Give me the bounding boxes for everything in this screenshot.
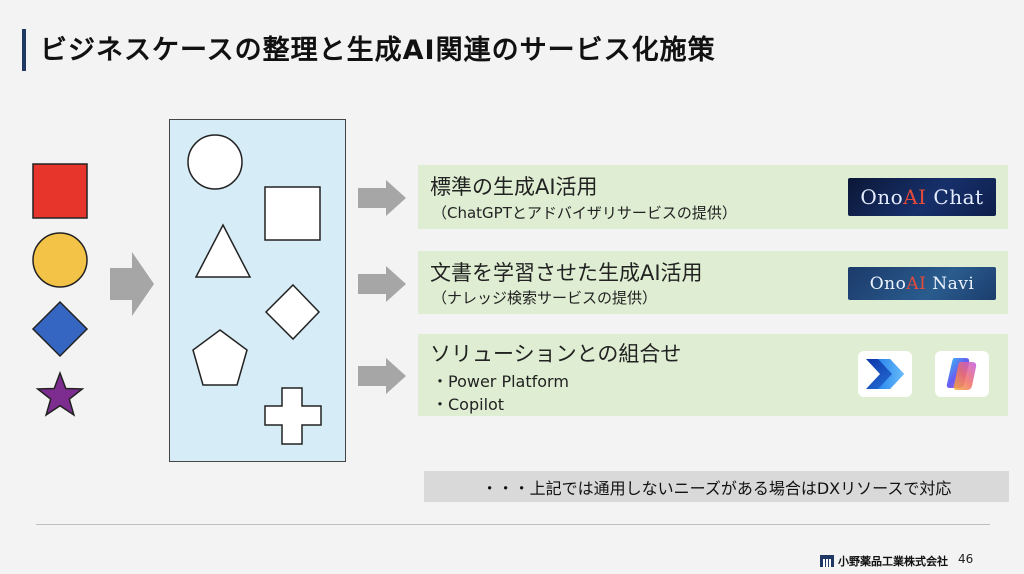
- row-title: 標準の生成AI活用: [430, 175, 598, 199]
- input-shapes: [30, 162, 90, 424]
- page-number: 46: [958, 552, 974, 566]
- big-arrow-icon: [110, 252, 154, 316]
- row-title: 文書を学習させた生成AI活用: [430, 261, 703, 285]
- title-accent-bar: [22, 29, 26, 71]
- blue-diamond-shape: [31, 300, 89, 358]
- copilot-icon: [935, 351, 989, 397]
- square-outline-shape: [264, 186, 321, 241]
- triangle-outline-shape: [194, 223, 252, 278]
- slide-title: ビジネスケースの整理と生成AI関連のサービス化施策: [40, 35, 716, 66]
- row-subtitle: （ChatGPTとアドバイザリサービスの提供）: [432, 204, 737, 222]
- company-footer: 小野薬品工業株式会社: [820, 553, 948, 569]
- footer-divider: [36, 524, 990, 525]
- yellow-circle-shape: [32, 232, 88, 288]
- purple-star-shape: [35, 370, 85, 417]
- pentagon-outline-shape: [192, 329, 248, 386]
- power-automate-icon: [858, 351, 912, 397]
- row-title: ソリューションとの組合せ: [430, 342, 682, 366]
- arrow-right-icon: [358, 180, 406, 216]
- arrow-right-icon: [358, 358, 406, 394]
- company-logo-icon: [820, 555, 834, 567]
- arrow-right-icon: [358, 266, 406, 302]
- cross-outline-shape: [264, 387, 322, 445]
- diamond-outline-shape: [264, 283, 321, 341]
- shape-panel: [169, 119, 346, 462]
- bullet-power-platform: ・Power Platform: [432, 372, 569, 391]
- service-row-solutions: ソリューションとの組合せ ・Power Platform ・Copilot: [418, 334, 1008, 416]
- row-subtitle: （ナレッジ検索サービスの提供）: [432, 289, 658, 307]
- circle-outline-shape: [187, 134, 243, 190]
- footnote-box: ・・・上記では通用しないニーズがある場合はDXリソースで対応: [424, 471, 1009, 502]
- company-name: 小野薬品工業株式会社: [838, 555, 948, 568]
- bullet-copilot: ・Copilot: [432, 395, 505, 414]
- red-square-shape: [32, 163, 88, 219]
